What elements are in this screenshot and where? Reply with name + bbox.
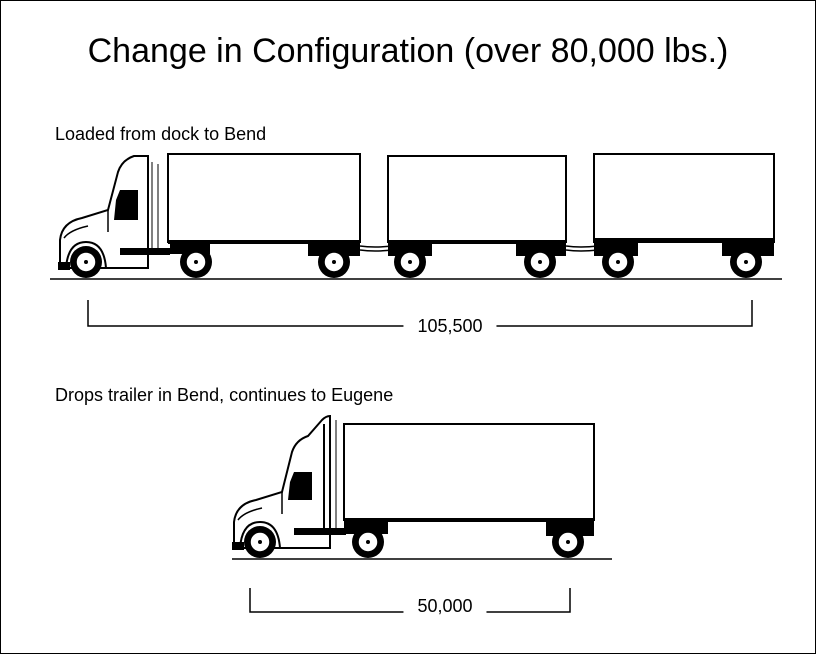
scenario-1-caption: Loaded from dock to Bend [55, 124, 267, 144]
trailer-3 [593, 153, 775, 279]
trailer-2 [387, 155, 567, 279]
scenario-2-weight: 50,000 [403, 596, 487, 617]
tractor-2 [232, 414, 388, 559]
trailer-single [343, 423, 595, 559]
scenario-2-caption: Drops trailer in Bend, continues to Euge… [55, 385, 394, 405]
tractor-1 [58, 155, 213, 279]
truck-single-trailer [232, 414, 612, 613]
truck-triple-trailer [50, 153, 782, 327]
trailer-1 [167, 153, 361, 279]
diagram-title: Change in Configuration (over 80,000 lbs… [87, 32, 729, 70]
scenario-1-weight: 105,500 [403, 316, 497, 337]
